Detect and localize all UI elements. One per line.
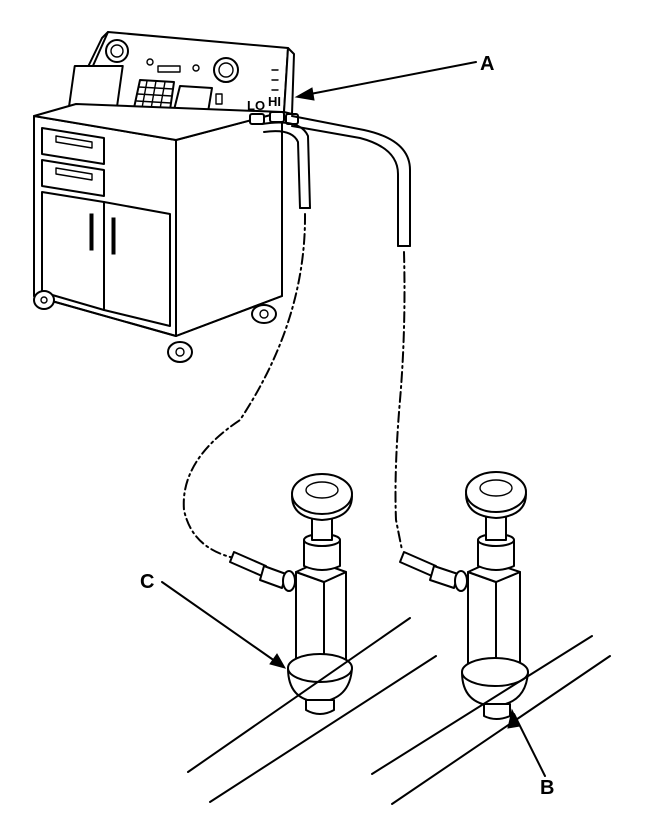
service-valve-right <box>399 471 529 720</box>
callout-a-label: A <box>480 53 494 75</box>
hose-lo-dashed <box>182 213 307 559</box>
callout-a: A <box>294 53 494 101</box>
hose-hi-dashed <box>394 251 406 551</box>
cabinet-drawer-upper <box>41 127 105 165</box>
port-label-lo: LO <box>247 98 265 113</box>
display-screen-left <box>68 65 124 107</box>
refrigerant-lines <box>187 617 611 805</box>
callout-b: B <box>507 708 554 799</box>
hose-lo <box>261 121 311 209</box>
caster-wheels <box>33 290 277 363</box>
valve-knob-right-icon <box>465 471 527 513</box>
hose-hi <box>291 115 411 247</box>
gauge-left-icon <box>105 39 129 63</box>
service-valve-left <box>229 473 353 715</box>
callout-c-label: C <box>140 571 154 593</box>
callout-c: C <box>140 571 287 669</box>
keypad <box>133 79 175 111</box>
gauge-right-icon <box>213 57 239 83</box>
hose-fittings <box>249 111 299 125</box>
cabinet-door-right <box>103 201 171 327</box>
cabinet-drawer-lower <box>41 159 105 197</box>
service-cart: LO HI <box>33 31 299 363</box>
callout-b-label: B <box>540 777 554 799</box>
port-label-hi: HI <box>268 94 281 109</box>
valve-knob-left-icon <box>291 473 353 515</box>
